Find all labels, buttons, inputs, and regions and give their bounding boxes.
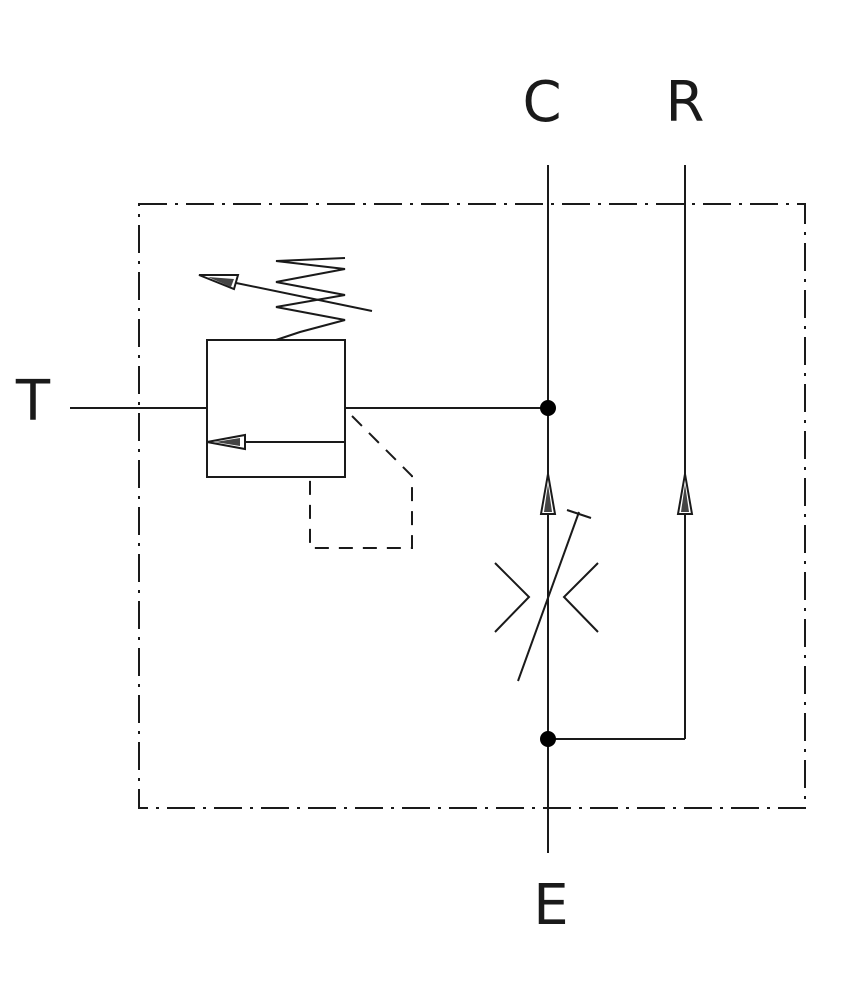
port-label-c: C [522, 70, 561, 135]
throttle-right-chevron-icon [562, 562, 599, 633]
spring-icon [275, 257, 346, 341]
valve-flow-arrow-fill [215, 438, 240, 446]
throttle-adjust-line [517, 511, 580, 682]
adjust-arrow-fill [208, 277, 234, 287]
port-label-r: R [666, 70, 705, 135]
adjustable-throttle [494, 509, 599, 682]
relief-valve [198, 257, 373, 478]
r-flow-arrow-fill [681, 484, 689, 512]
throttle-adjust-cap [566, 509, 592, 519]
c-flow-arrow-fill [544, 484, 552, 512]
junction-dot-upper [540, 400, 556, 416]
port-label-e: E [533, 873, 568, 938]
valve-enclosure-boundary [138, 203, 806, 809]
pilot-drain-line [309, 415, 413, 549]
junction-dot-lower [540, 731, 556, 747]
throttle-left-chevron-icon [494, 562, 531, 633]
relief-valve-body [206, 339, 346, 478]
adjust-arrow-line [211, 277, 373, 312]
port-label-t: T [15, 369, 51, 434]
